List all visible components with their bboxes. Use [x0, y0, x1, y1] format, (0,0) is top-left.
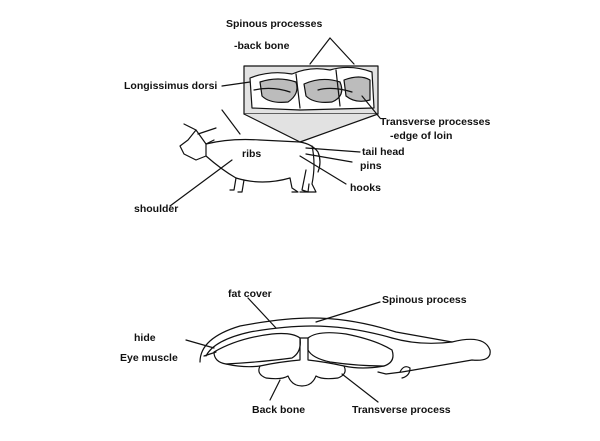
label-back-bone-bottom: Back bone	[252, 404, 306, 416]
label-fat-cover: fat cover	[228, 288, 272, 300]
label-eye-muscle: Eye muscle	[120, 352, 178, 364]
label-longissimus-dorsi: Longissimus dorsi	[124, 80, 218, 92]
label-hooks: hooks	[350, 182, 381, 194]
label-transverse-processes: Transverse processes	[380, 116, 491, 128]
loin-cross-section	[199, 317, 491, 387]
label-spinous-process: Spinous process	[382, 294, 467, 306]
label-transverse-process: Transverse process	[352, 404, 451, 416]
label-edge-of-loin: -edge of loin	[390, 130, 453, 142]
label-hide: hide	[134, 332, 156, 344]
label-back-bone: -back bone	[234, 40, 290, 52]
funnel-region	[244, 114, 378, 142]
top-leader-lines	[169, 37, 381, 207]
funnel-lines	[243, 113, 379, 143]
bottom-leader-lines	[185, 297, 381, 403]
label-shoulder: shoulder	[134, 203, 179, 215]
label-spinous-processes: Spinous processes	[226, 18, 323, 30]
loin-cross-section-inset	[243, 65, 379, 115]
label-tail-head: tail head	[362, 146, 405, 158]
label-pins: pins	[360, 160, 382, 172]
label-ribs: ribs	[242, 148, 262, 160]
